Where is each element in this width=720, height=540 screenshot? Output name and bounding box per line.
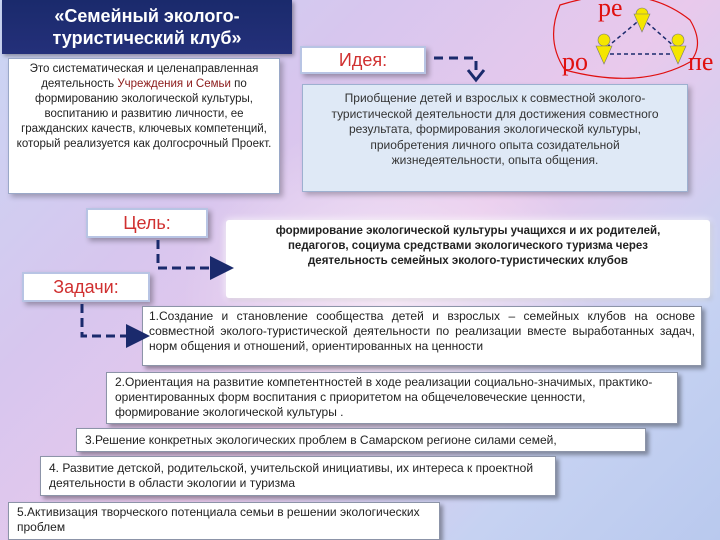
goal-arrow-icon <box>156 240 234 280</box>
family-triangle-diagram: ре ро пе <box>552 0 713 79</box>
definition-highlight: Учреждения и Семьи <box>117 78 231 90</box>
task-item-4: 4. Развитие детской, родительской, учите… <box>40 456 556 496</box>
task-item-5: 5.Активизация творческого потенциала сем… <box>8 502 440 540</box>
tasks-arrow-icon <box>80 304 150 348</box>
page-title: «Семейный эколого- туристический клуб» <box>2 0 292 54</box>
task-item-3: 3.Решение конкретных экологических пробл… <box>76 428 646 452</box>
person-right-icon <box>669 33 687 65</box>
triangle-label-right: пе <box>688 47 713 76</box>
task-item-1: 1.Создание и становление сообщества дете… <box>142 306 702 366</box>
definition-box: Это систематическая и целенаправленная д… <box>8 58 280 194</box>
idea-label: Идея: <box>300 46 426 74</box>
idea-text-box: Приобщение детей и взрослых к совместной… <box>302 84 688 192</box>
person-top-icon <box>633 7 651 33</box>
goal-text-box: формирование экологической культуры учащ… <box>226 220 710 298</box>
tasks-label: Задачи: <box>22 272 150 302</box>
triangle-label-left: ро <box>562 47 588 76</box>
person-left-icon <box>595 33 613 65</box>
idea-arrow-icon <box>434 56 486 83</box>
task-item-2: 2.Ориентация на развитие компетентностей… <box>106 372 678 424</box>
goal-label: Цель: <box>86 208 208 238</box>
triangle-label-top: ре <box>598 0 623 22</box>
definition-text-1: Это систематическая и целенаправленная д… <box>29 63 259 90</box>
definition-text-2: по формированию экологической культуры, … <box>16 78 272 150</box>
